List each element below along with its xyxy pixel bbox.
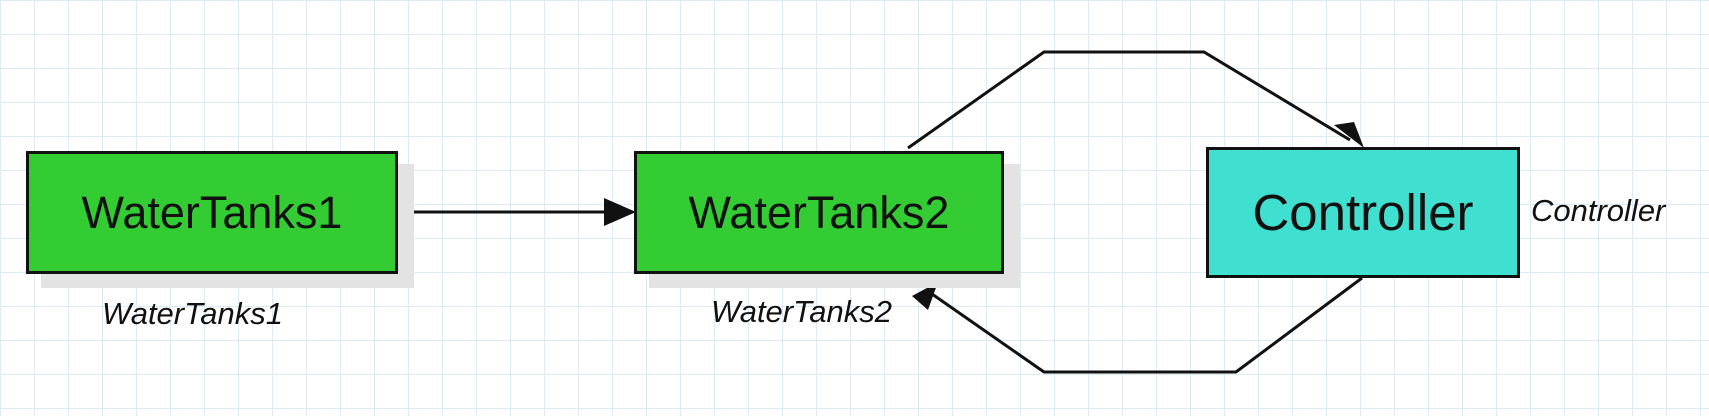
controller-caption: Controller (1531, 193, 1666, 228)
connection-controller-to-watertanks2[interactable] (931, 276, 1363, 374)
connection-watertanks2-to-controller[interactable] (907, 50, 1351, 150)
controller-label: Controller (1252, 184, 1474, 241)
watertanks1-block[interactable]: WaterTanks1 (26, 151, 398, 274)
controller-block[interactable]: Controller (1206, 147, 1520, 278)
watertanks1-caption: WaterTanks1 (102, 296, 283, 331)
watertanks1-label: WaterTanks1 (81, 186, 343, 238)
arrowhead-into-controller (1334, 122, 1364, 148)
arrowhead-into-watertanks2-bottom (912, 282, 938, 310)
watertanks2-label: WaterTanks2 (688, 186, 950, 238)
watertanks2-caption: WaterTanks2 (711, 294, 892, 329)
watertanks2-block[interactable]: WaterTanks2 (634, 151, 1004, 274)
arrowhead-into-watertanks2 (604, 198, 636, 226)
